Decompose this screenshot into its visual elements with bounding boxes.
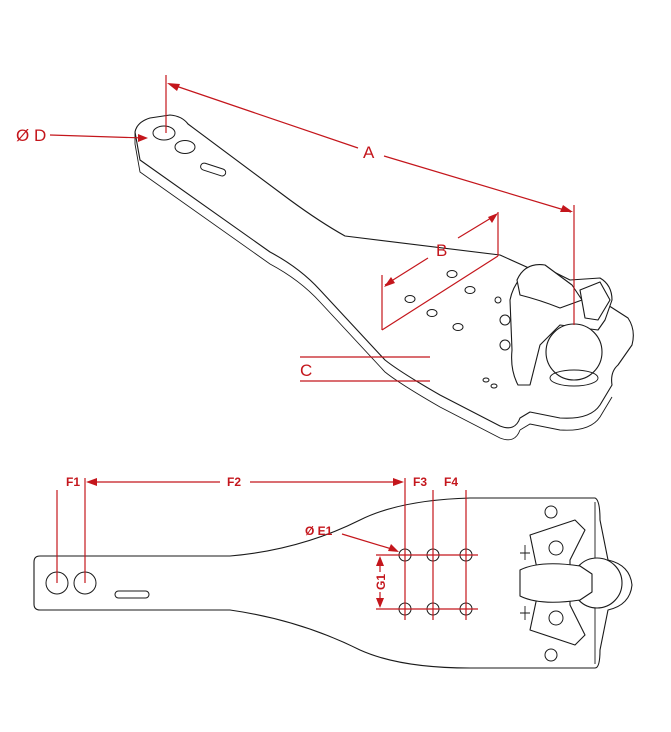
top-plate-body bbox=[33, 497, 633, 669]
dim-e1-leader bbox=[341, 533, 396, 551]
top-coupling-head bbox=[519, 519, 623, 646]
top-coupling-handle bbox=[519, 563, 593, 603]
dim-d-leader bbox=[49, 134, 146, 139]
dim-f2-arrow-right bbox=[393, 478, 404, 486]
iso-hole-1 bbox=[152, 125, 176, 141]
iso-hole-grid bbox=[404, 270, 498, 389]
dimension-labels: Ø D A B C F1 F2 F3 F4 Ø E1 G1 bbox=[16, 126, 458, 590]
dim-a-arrow-right bbox=[560, 205, 573, 212]
iso-coupling-knob bbox=[499, 339, 511, 351]
dim-g1-arrow-bottom bbox=[376, 598, 384, 608]
dim-b-arrow-right bbox=[488, 213, 498, 223]
top-bracket-hole bbox=[548, 540, 564, 556]
dim-b-arrow-left bbox=[384, 277, 395, 287]
label-g1: G1 bbox=[374, 574, 388, 590]
label-d: Ø D bbox=[16, 126, 46, 145]
iso-tow-ball bbox=[545, 323, 603, 381]
isometric-view bbox=[134, 114, 634, 441]
iso-grid-hole bbox=[446, 270, 458, 278]
iso-coupling-wedge bbox=[579, 281, 611, 321]
label-f1: F1 bbox=[66, 475, 80, 489]
dim-a-line-2 bbox=[383, 155, 572, 213]
iso-coupling-knob bbox=[494, 296, 502, 304]
iso-grid-hole bbox=[452, 323, 464, 331]
iso-ball-base bbox=[549, 369, 599, 387]
iso-slot bbox=[200, 162, 227, 177]
label-f2: F2 bbox=[227, 475, 241, 489]
iso-plate-edge-right bbox=[519, 396, 613, 431]
label-f3: F3 bbox=[413, 475, 427, 489]
dim-d-arrow bbox=[138, 134, 148, 142]
dim-f2-arrow-left bbox=[86, 478, 97, 486]
dim-g1-arrow-top bbox=[376, 556, 384, 566]
top-mount-hole bbox=[544, 648, 558, 662]
iso-plate-body bbox=[134, 114, 634, 429]
iso-coupling-knob bbox=[499, 314, 511, 326]
iso-grid-hole bbox=[404, 295, 416, 303]
label-b: B bbox=[436, 241, 447, 260]
top-view bbox=[33, 497, 633, 669]
dim-a-line-1 bbox=[169, 83, 359, 149]
label-e1: Ø E1 bbox=[305, 524, 333, 538]
iso-coupling-head bbox=[494, 264, 613, 387]
dim-a-arrow-left bbox=[167, 83, 180, 91]
top-bracket-hole bbox=[548, 610, 564, 626]
label-c: C bbox=[300, 361, 312, 380]
iso-grid-hole bbox=[426, 309, 438, 317]
dimensions bbox=[49, 75, 575, 620]
dim-b-ext-diag bbox=[381, 255, 499, 331]
label-f4: F4 bbox=[444, 475, 458, 489]
top-coupling-lever bbox=[520, 545, 530, 620]
iso-hole-2 bbox=[174, 140, 196, 154]
dim-e1-arrow bbox=[388, 544, 399, 552]
iso-grid-hole bbox=[490, 383, 498, 389]
top-slot bbox=[114, 590, 150, 599]
top-mount-hole bbox=[544, 505, 558, 519]
iso-grid-hole bbox=[482, 377, 490, 383]
label-a: A bbox=[363, 143, 375, 162]
iso-grid-hole bbox=[464, 286, 476, 294]
